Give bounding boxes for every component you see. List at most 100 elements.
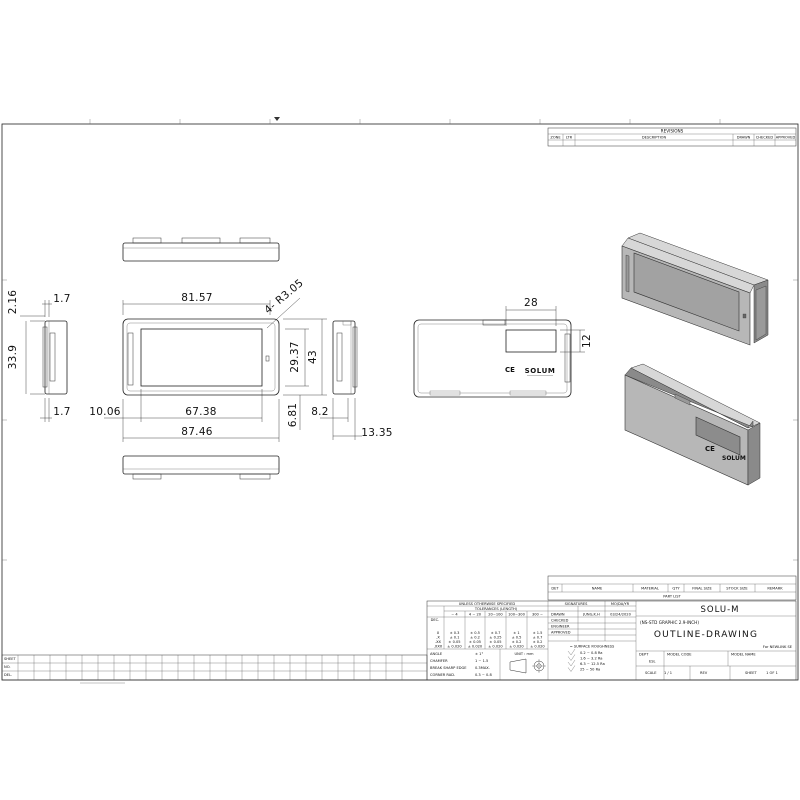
sheet-label: SHEET <box>745 671 758 675</box>
break-edge-label: BREAK SHARP EDGE <box>430 666 467 670</box>
tol-r3-c2: ± 0.020 <box>488 645 503 649</box>
tol-r0-c4: ± 1.5 <box>533 631 543 635</box>
left-side-view <box>42 320 68 395</box>
revisions-title: REVISIONS <box>661 129 684 134</box>
isometric-front-view <box>621 232 769 346</box>
corner-rad-value: 0.3 ~ 0.8 <box>475 673 492 677</box>
part-header-remark: REMARK <box>767 587 783 591</box>
corner-rad-label: CORNER RAD. <box>430 673 455 677</box>
center-mark-icon <box>274 117 280 121</box>
right-side-view <box>332 320 358 395</box>
break-edge-value: 0.3MAX. <box>475 666 490 670</box>
tol-r1-c4: ± 0.7 <box>533 636 543 640</box>
title-block: UNLESS OTHERWISE SPECIFIED TOLERANCES (L… <box>426 600 797 681</box>
part-header-name: NAME <box>592 587 603 591</box>
tol-r2-c4: ± 0.2 <box>533 640 543 644</box>
dim-29-37: 29.37 <box>289 341 301 373</box>
role-checked: CHECKED <box>551 619 569 623</box>
scale-value: 1 / 1 <box>664 671 672 675</box>
dim-28: 28 <box>524 297 538 309</box>
ce-mark: CE <box>505 366 515 374</box>
tol-r2-c0: ± 0.05 <box>448 640 460 644</box>
tol-r2-c2: ± 0.05 <box>489 640 501 644</box>
tol-r0-c3: ± 1 <box>513 631 519 635</box>
rev-header-drawn: DRAWN <box>737 136 751 140</box>
parts-list-title: PART LIST <box>663 595 681 599</box>
surface-row-2: 6.3 ~ 12.5 Ra <box>580 662 605 666</box>
bottom-view <box>122 455 280 480</box>
dim-81-57: 81.57 <box>181 292 213 304</box>
tolerance-dec-label: DEC. <box>431 618 440 622</box>
tol-r1-c1: ± 0.2 <box>470 636 480 640</box>
for-line: For NEWLINK SE <box>763 645 793 649</box>
part-header-qty: QTY <box>672 587 680 591</box>
tol-r2-c1: ± 0.05 <box>469 640 481 644</box>
rev-header-checked: CHECKED <box>756 136 774 140</box>
rev-header-approved: APPROVED <box>776 136 796 140</box>
tol-r3-c0: ± 0.020 <box>447 645 462 649</box>
dim-10-06: 10.06 <box>89 406 121 418</box>
dimension-lines <box>20 297 585 442</box>
tol-r1-c2: ± 0.25 <box>489 636 501 640</box>
drawn-by: JUNG,K.H <box>582 613 600 617</box>
part-header-stock-size: STOCK SIZE <box>726 587 748 591</box>
iso-brand-logo: SOLUM <box>722 455 746 462</box>
tolerance-subtitle: TOLERANCES (LENGTH) <box>474 607 518 611</box>
part-header-final-size: FINAL SIZE <box>692 587 712 591</box>
angle-value: ± 1° <box>475 652 483 656</box>
tol-r2-c3: ± 0.2 <box>512 640 522 644</box>
sheet-strip: SHEET NO. DEL. <box>1 654 428 684</box>
strip-del-label: DEL. <box>4 673 12 677</box>
signatures-title: SIGNATURES <box>565 602 589 606</box>
item-name: (NS-STD GRAPHIC 2.9-INCH) <box>640 620 699 625</box>
rev-header-description: DESCRIPTION <box>642 136 667 140</box>
tol-r1-c0: ± 0.1 <box>450 636 460 640</box>
tolerance-title: UNLESS OTHERWISE SPECIFIED <box>459 602 516 606</box>
part-header-material: MATERIAL <box>641 587 659 591</box>
tol-row-3-key: .XXX <box>434 645 443 649</box>
projection-symbol-icon <box>509 658 546 674</box>
tol-col-2: 20~100 <box>488 613 503 617</box>
rev-header-ltr: LTR <box>566 136 573 140</box>
surface-roughness-title: = SURFACE ROUGHNESS <box>570 645 615 649</box>
dept-label: DEPT <box>639 653 649 657</box>
dim-6-81: 6.81 <box>287 403 299 428</box>
tol-col-3: 100~300 <box>508 613 525 617</box>
parts-list-table: DET NAME MATERIAL QTY FINAL SIZE STOCK S… <box>547 575 797 601</box>
rev-label: REV <box>700 671 708 675</box>
tol-col-0: ~ 4 <box>451 613 458 617</box>
part-header-det: DET <box>551 587 559 591</box>
model-name-label: MODEL NAME <box>731 653 756 657</box>
front-view <box>122 318 280 396</box>
company-name: SOLU-M <box>700 605 739 615</box>
strip-no-label: NO. <box>4 665 11 669</box>
surface-row-0: 0.2 ~ 0.8 Ra <box>580 651 603 655</box>
dim-43: 43 <box>307 350 319 364</box>
sheet-value: 1 OF 1 <box>766 671 778 675</box>
tol-r0-c2: ± 0.7 <box>491 631 501 635</box>
tol-r3-c4: ± 0.020 <box>530 645 545 649</box>
surface-row-3: 25 ~ 50 Ra <box>580 668 600 672</box>
role-drawn: DRAWN <box>551 613 565 617</box>
scale-label: SCALE <box>645 671 657 675</box>
strip-sheet-label: SHEET <box>4 657 17 661</box>
dim-12: 12 <box>581 334 593 348</box>
dim-8-2: 8.2 <box>311 406 329 418</box>
tol-row-2-key: .XX <box>435 640 442 644</box>
isometric-rear-view: CE SOLUM <box>624 363 761 486</box>
dim-13-35: 13.35 <box>361 427 393 439</box>
dept-value: ESL <box>649 660 656 664</box>
model-code-label: MODEL CODE <box>667 653 692 657</box>
tol-row-0-key: X <box>437 631 440 635</box>
unit-label: UNIT : mm <box>514 652 534 656</box>
dim-33-9: 33.9 <box>7 345 19 370</box>
role-approved: APPROVED <box>551 631 571 635</box>
rear-view: CE SOLUM <box>413 319 572 398</box>
dim-1-7-top: 1.7 <box>53 293 71 305</box>
chamfer-label: CHAMFER <box>430 659 448 663</box>
tol-col-1: 4 ~ 20 <box>469 613 482 617</box>
tol-r0-c1: ± 0.5 <box>470 631 480 635</box>
angle-label: ANGLE <box>430 652 443 656</box>
top-view <box>122 237 280 262</box>
